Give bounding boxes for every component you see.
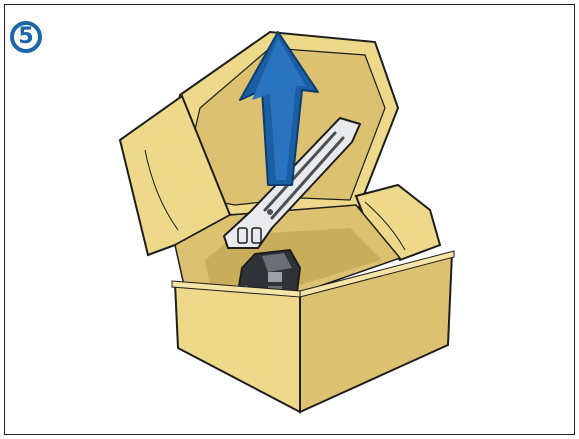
box-illustration (0, 0, 579, 439)
